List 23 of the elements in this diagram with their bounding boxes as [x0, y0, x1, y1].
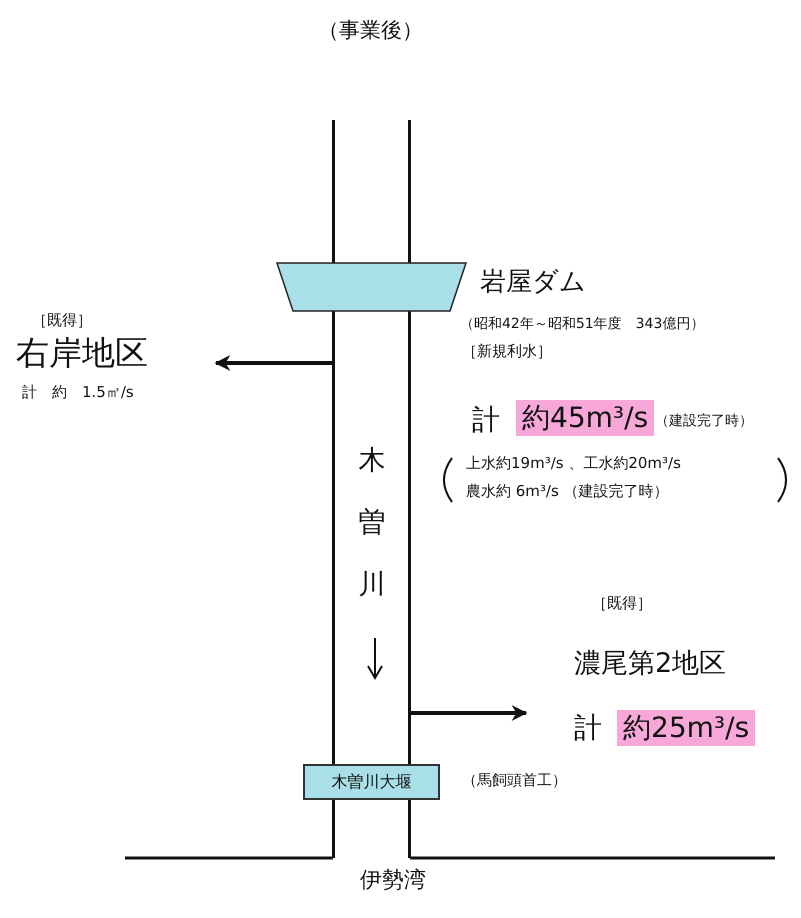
- sea-name: 伊勢湾: [360, 868, 426, 894]
- status-tag: ［既得］: [32, 312, 92, 330]
- flow-amount: 約45m³/s: [516, 400, 654, 436]
- title: （事業後）: [318, 18, 423, 42]
- district-name: 右岸地区: [16, 334, 148, 372]
- flow-total-label: 計: [574, 712, 602, 744]
- flow-breakdown: 農水約 6m³/s （建設完了時）: [466, 483, 669, 500]
- arrow: [411, 705, 528, 721]
- status-tag: ［既得］: [592, 595, 652, 612]
- flow-amount: 約25m³/s: [617, 710, 756, 746]
- status-tag: ［新規利水］: [462, 343, 552, 360]
- arrow: [214, 355, 332, 371]
- completion-note: （建設完了時）: [655, 413, 753, 430]
- facility-note: （馬飼頭首工）: [462, 772, 567, 790]
- construction-note: （昭和42年～昭和51年度 343億円）: [460, 316, 704, 332]
- river-name: 木曽川: [358, 444, 386, 602]
- district-name: 濃尾第2地区: [574, 648, 726, 680]
- flow-breakdown: 上水約19m³/s 、工水約20m³/s: [466, 455, 681, 472]
- weir-box: 木曽川大堰: [303, 764, 440, 800]
- flow-total-label: 計: [472, 404, 500, 436]
- flow-amount: 計 約 1.5㎡/s: [22, 384, 134, 402]
- dam-trapezoid: [276, 262, 467, 312]
- dam-name: 岩屋ダム: [480, 268, 586, 298]
